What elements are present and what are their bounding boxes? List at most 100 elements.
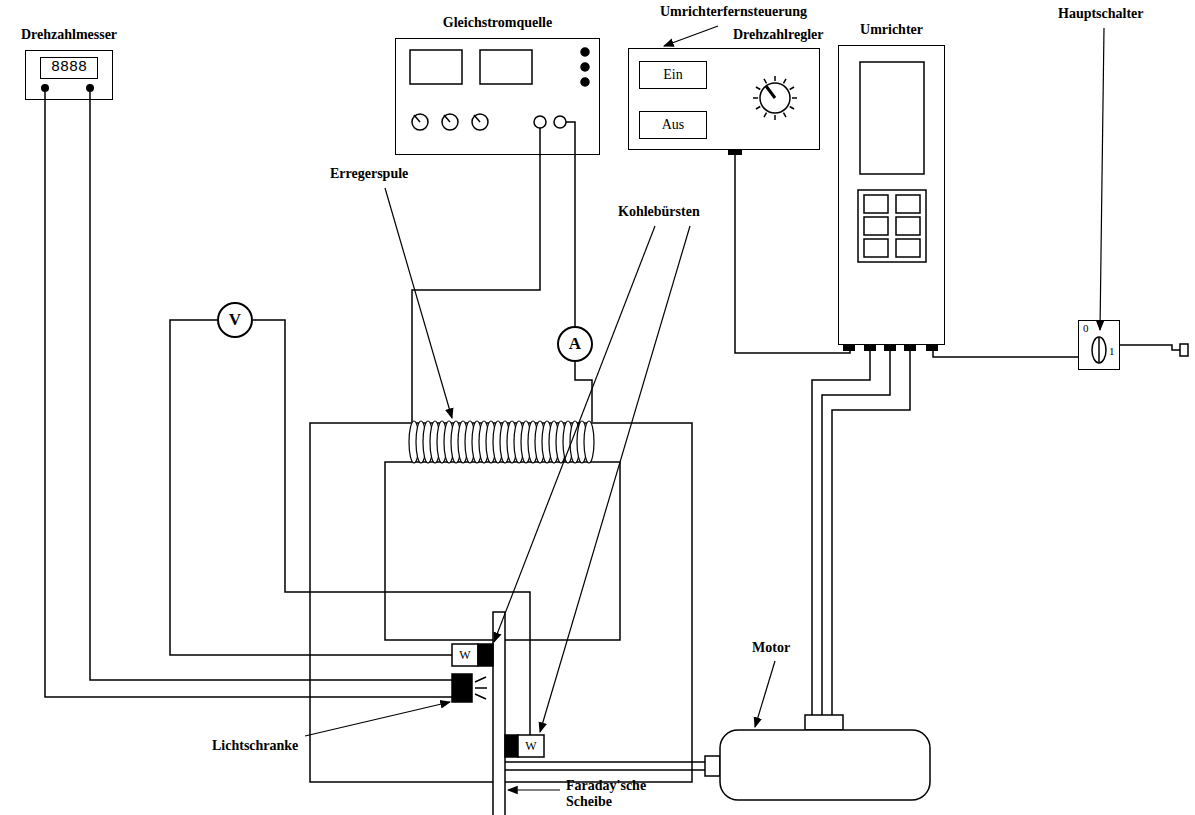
power-supply-parts [414, 115, 420, 122]
speed-knob [774, 76, 776, 81]
part-label: Lichtschranke [212, 738, 298, 754]
label-text: Umrichterfernsteuerung [660, 4, 807, 20]
switch-position: 0 [1083, 322, 1089, 335]
power-supply-parts [474, 115, 480, 122]
light-barrier [475, 687, 487, 689]
speed-knob [756, 107, 760, 110]
faraday-disc [493, 612, 705, 815]
control-heading: Drehzahlregler [733, 27, 823, 43]
ammeter: A [557, 326, 593, 362]
inverter-keys [896, 239, 920, 257]
inverter-jacks [904, 345, 916, 351]
wires [812, 351, 870, 715]
light-barrier [475, 694, 486, 699]
off-button: Aus [639, 111, 707, 139]
wire-connector [574, 155, 576, 326]
speed-knob [792, 97, 797, 99]
speed-knob [753, 76, 797, 120]
brush-letter: W [518, 735, 544, 757]
speed-knob [764, 79, 767, 83]
leader-arrows [664, 26, 718, 46]
meter-terminals [41, 84, 49, 92]
speed-knob [790, 87, 794, 90]
part-label: Kohlebürsten [618, 204, 700, 220]
leader-arrows [540, 226, 690, 732]
wires [90, 92, 452, 680]
dc-source: Gleichstromquelle [395, 38, 600, 155]
excitation-coil [584, 421, 594, 463]
wires [170, 320, 452, 655]
inverter-keys [864, 195, 888, 213]
leader-arrows [385, 188, 452, 418]
main-switch-parts [1092, 337, 1188, 363]
leader-arrows [508, 789, 560, 790]
label-text: Hauptschalter [1058, 6, 1144, 22]
switch-position: 1 [1109, 345, 1115, 358]
speed-knob [784, 113, 787, 117]
remote-control: DrehzahlreglerEinAus [628, 48, 820, 150]
leader-arrows [305, 26, 1104, 790]
inverter-jacks [926, 345, 938, 351]
leader-arrows [1100, 28, 1104, 330]
speed-knob [753, 97, 758, 99]
motor [705, 756, 720, 776]
main-switch-parts [1180, 344, 1188, 356]
inverter-jacks [864, 345, 876, 351]
light-barrier [452, 674, 487, 702]
carbon-brushes [452, 644, 544, 757]
part-label: Faraday'sche Scheibe [566, 778, 650, 810]
faraday-disc [505, 761, 705, 763]
part-label: Erregerspule [330, 166, 408, 182]
motor [720, 730, 930, 800]
speed-knob [764, 113, 767, 117]
inverter-parts [858, 190, 926, 262]
meter-terminals [41, 84, 94, 92]
power-supply-parts [534, 116, 546, 128]
device-heading: Gleichstromquelle [443, 15, 552, 31]
carbon-brushes [505, 735, 518, 757]
wires [566, 122, 575, 155]
motor [705, 715, 930, 800]
light-barrier [475, 677, 486, 682]
wire-connector [933, 345, 1078, 357]
motor [805, 715, 843, 730]
inverter-keys [864, 217, 888, 235]
tachometer: Drehzahlmesser8888 [25, 50, 113, 100]
wires [832, 351, 910, 715]
leader-arrows [305, 702, 450, 736]
power-supply-parts [410, 50, 462, 84]
inverter: Umrichter [838, 45, 945, 345]
speed-knob [790, 107, 794, 110]
part-label: Motor [752, 640, 790, 656]
power-supply-parts [554, 116, 566, 128]
power-supply-parts [412, 114, 428, 130]
wires [253, 320, 530, 735]
voltmeter: V [217, 302, 253, 338]
meter-terminals [86, 84, 94, 92]
wires [412, 128, 540, 422]
faraday-disc [493, 612, 505, 815]
carbon-brushes [452, 644, 478, 666]
wires [1120, 345, 1182, 350]
power-supply-parts [410, 48, 589, 130]
power-supply-parts [581, 78, 589, 86]
inverter-keys [896, 195, 920, 213]
rpm-display: 8888 [40, 57, 98, 79]
speed-knob [760, 83, 790, 113]
wires [45, 92, 452, 697]
button-label: Aus [640, 112, 706, 137]
meter-symbol: A [559, 328, 591, 360]
inverter-keys [864, 195, 920, 257]
power-supply-parts [444, 115, 450, 122]
wires [45, 92, 1182, 735]
carbon-brushes [478, 644, 493, 666]
power-supply-parts [581, 63, 589, 71]
wire-connector [735, 150, 850, 353]
wires [575, 362, 592, 422]
power-supply-parts [581, 48, 589, 56]
speed-knob [756, 87, 760, 90]
